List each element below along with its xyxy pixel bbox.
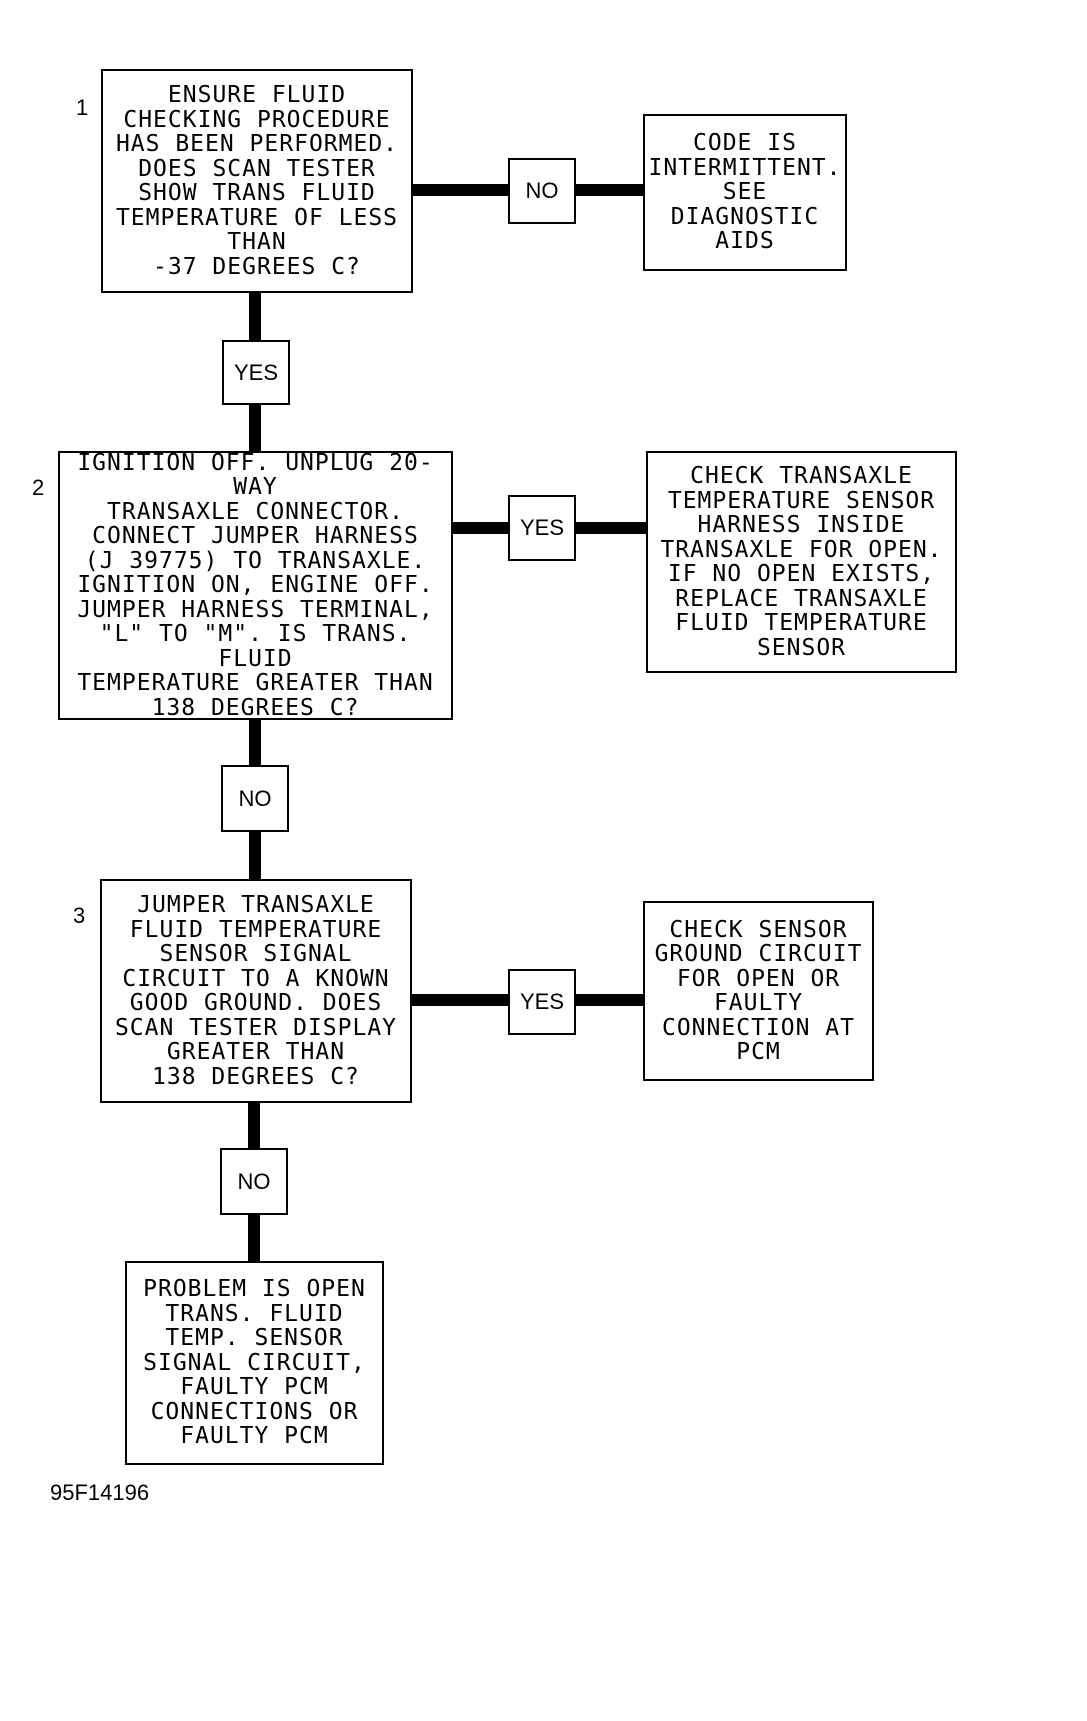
connector-step-3-to-no xyxy=(248,1103,260,1149)
result-1-box: CODE IS INTERMITTENT. SEE DIAGNOSTIC AID… xyxy=(643,114,847,271)
step-3-number: 3 xyxy=(73,903,86,928)
step-2-no-label-box: NO xyxy=(221,765,289,832)
final-result-box: PROBLEM IS OPEN TRANS. FLUID TEMP. SENSO… xyxy=(125,1261,384,1465)
connector-no-to-result-1 xyxy=(576,184,644,196)
final-result-text: PROBLEM IS OPEN TRANS. FLUID TEMP. SENSO… xyxy=(143,1276,366,1450)
step-2-question-box: IGNITION OFF. UNPLUG 20-WAY TRANSAXLE CO… xyxy=(58,451,453,720)
step-2-question-text: IGNITION OFF. UNPLUG 20-WAY TRANSAXLE CO… xyxy=(77,449,434,721)
step-1-no-label: NO xyxy=(525,178,559,203)
result-3-text: CHECK SENSOR GROUND CIRCUIT FOR OPEN OR … xyxy=(654,916,863,1065)
step-3-no-label-box: NO xyxy=(220,1148,288,1215)
connector-step-2-to-no xyxy=(249,720,261,766)
step-3-question-box: JUMPER TRANSAXLE FLUID TEMPERATURE SENSO… xyxy=(100,879,412,1103)
result-2-box: CHECK TRANSAXLE TEMPERATURE SENSOR HARNE… xyxy=(646,451,957,673)
step-1-question-text: ENSURE FLUID CHECKING PROCEDURE HAS BEEN… xyxy=(115,82,399,280)
step-3-no-label: NO xyxy=(237,1168,271,1194)
step-2-yes-label: YES xyxy=(519,515,565,540)
result-3-box: CHECK SENSOR GROUND CIRCUIT FOR OPEN OR … xyxy=(643,901,874,1081)
connector-step-3-to-yes xyxy=(412,994,509,1006)
connector-step-1-to-yes xyxy=(249,293,261,341)
step-3-yes-label: YES xyxy=(519,989,565,1014)
step-2-yes-label-box: YES xyxy=(508,495,576,561)
step-1-no-label-box: NO xyxy=(508,158,576,224)
result-1-text: CODE IS INTERMITTENT. SEE DIAGNOSTIC AID… xyxy=(648,130,842,255)
step-1-yes-label-box: YES xyxy=(222,340,290,405)
connector-step-2-to-yes xyxy=(453,522,509,534)
connector-no-to-final xyxy=(248,1215,260,1262)
connector-yes-to-result-2 xyxy=(576,522,647,534)
connector-no-to-step-3 xyxy=(249,832,261,880)
step-3-question-text: JUMPER TRANSAXLE FLUID TEMPERATURE SENSO… xyxy=(114,892,398,1090)
result-2-text: CHECK TRANSAXLE TEMPERATURE SENSOR HARNE… xyxy=(660,463,943,661)
step-3-yes-label-box: YES xyxy=(508,969,576,1035)
connector-yes-to-result-3 xyxy=(576,994,644,1006)
connector-step-1-to-no xyxy=(413,184,508,196)
step-1-yes-label: YES xyxy=(233,359,279,385)
figure-id: 95F14196 xyxy=(50,1480,150,1505)
step-2-number: 2 xyxy=(32,475,45,500)
step-1-question-box: ENSURE FLUID CHECKING PROCEDURE HAS BEEN… xyxy=(101,69,413,293)
step-1-number: 1 xyxy=(76,95,89,120)
step-2-no-label: NO xyxy=(238,785,272,811)
connector-yes-to-step-2 xyxy=(249,405,261,452)
